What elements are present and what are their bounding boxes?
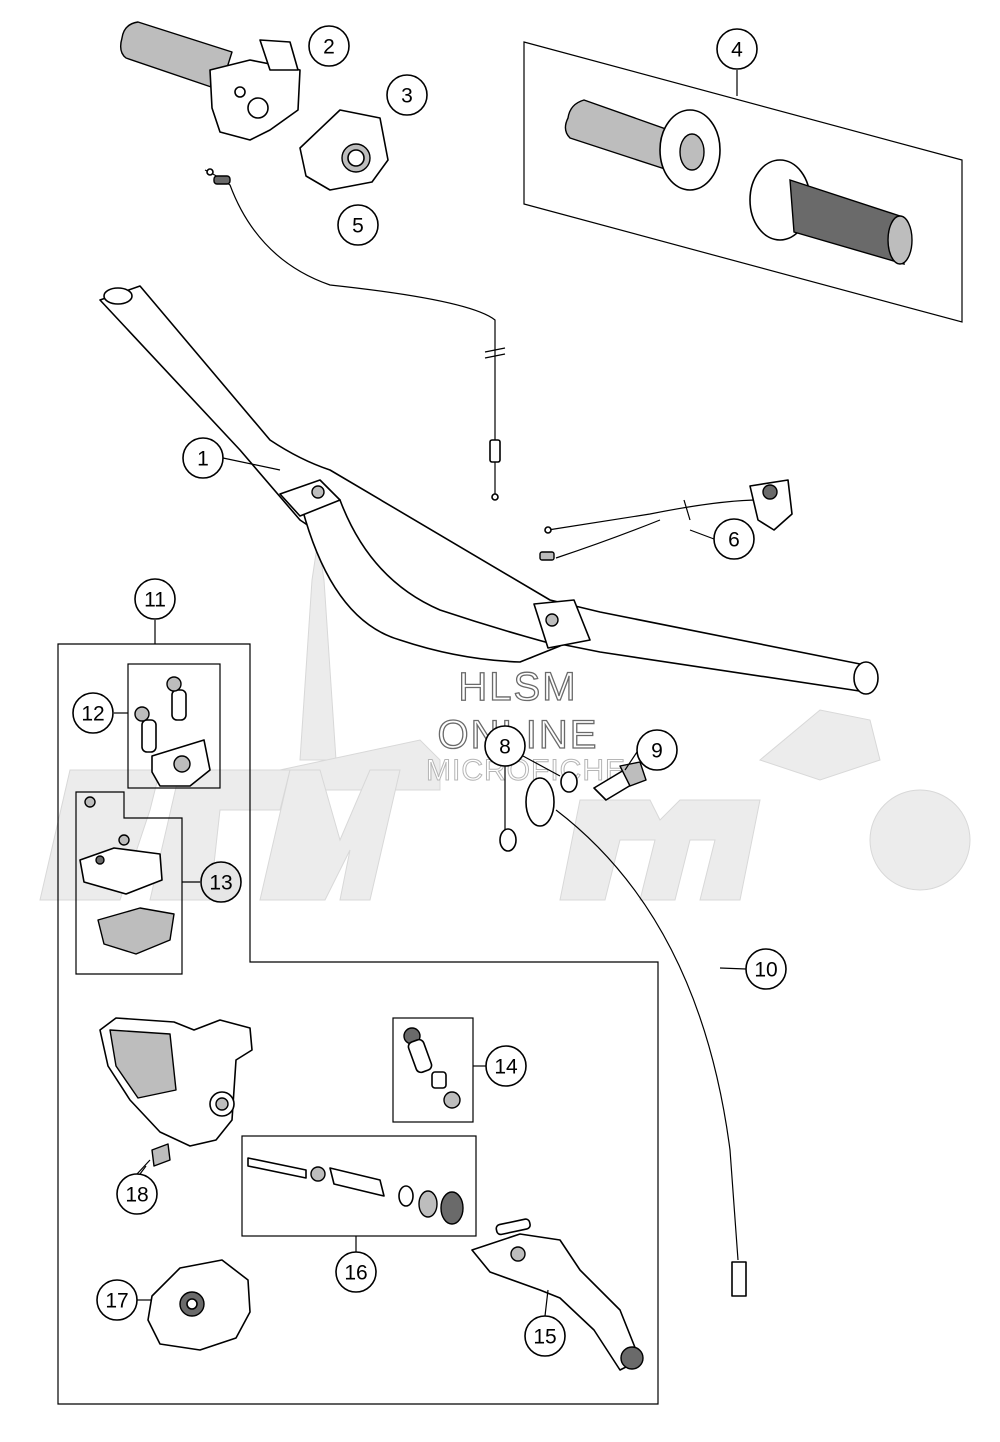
callout-circle — [337, 204, 379, 246]
callout-number: 6 — [728, 529, 740, 552]
callout-circle — [308, 25, 350, 67]
callout-number: 10 — [754, 959, 777, 982]
watermark-line-1: HLSM — [458, 665, 577, 709]
callout-number: 12 — [81, 703, 104, 726]
callout-circle — [96, 1279, 138, 1321]
callout-number: 11 — [144, 589, 166, 612]
part-18-spring[interactable] — [139, 1143, 171, 1175]
callout-circle — [335, 1251, 377, 1293]
callout-circle — [484, 725, 526, 767]
callout-number: 2 — [323, 36, 335, 59]
background-logo — [39, 539, 971, 901]
callout-4[interactable]: 4 — [716, 28, 758, 70]
part-5-throttle-cable[interactable] — [204, 168, 506, 501]
callout-3[interactable]: 3 — [386, 74, 428, 116]
callout-9[interactable]: 9 — [636, 729, 678, 771]
part-10-clutch-line[interactable] — [525, 777, 747, 1297]
callout-6[interactable]: 6 — [713, 518, 755, 560]
callout-number: 1 — [197, 448, 209, 471]
part-13-reservoir-cap-set[interactable] — [75, 791, 200, 975]
callout-circle — [745, 948, 787, 990]
callout-circle — [134, 578, 176, 620]
part-8-washer[interactable] — [499, 762, 578, 852]
part-15-clutch-lever[interactable] — [471, 1218, 644, 1371]
callout-number: 14 — [494, 1056, 518, 1079]
part-16-piston-kit[interactable] — [241, 1135, 477, 1252]
callout-10[interactable]: 10 — [745, 948, 787, 990]
callout-14[interactable]: 14 — [485, 1045, 527, 1087]
callout-circle — [716, 28, 758, 70]
callout-number: 9 — [651, 740, 663, 763]
callout-number: 5 — [352, 215, 364, 238]
callout-circle — [713, 518, 755, 560]
callout-number: 13 — [209, 872, 232, 895]
callout-2[interactable]: 2 — [308, 25, 350, 67]
callout-number: 4 — [731, 39, 743, 62]
callout-18[interactable]: 18 — [116, 1173, 158, 1215]
callout-1[interactable]: 1 — [182, 437, 224, 479]
callout-circle — [524, 1315, 566, 1357]
callout-11[interactable]: 11 — [134, 578, 176, 620]
part-1-handlebar[interactable] — [99, 285, 879, 695]
part-11-clutch-master-assembly-box[interactable] — [57, 620, 659, 1405]
callout-number: 8 — [499, 736, 511, 759]
callout-circle — [636, 729, 678, 771]
clutch-master-cylinder-body[interactable] — [99, 1017, 253, 1147]
part-6-kill-switch[interactable] — [539, 479, 793, 561]
callout-12[interactable]: 12 — [72, 692, 114, 734]
callout-5[interactable]: 5 — [337, 204, 379, 246]
callout-15[interactable]: 15 — [524, 1315, 566, 1357]
callout-8[interactable]: 8 — [484, 725, 526, 767]
callout-circle — [485, 1045, 527, 1087]
callout-number: 3 — [401, 85, 413, 108]
part-4-grip-set[interactable] — [523, 41, 963, 323]
callout-circle — [72, 692, 114, 734]
part-12-clamp-set[interactable] — [114, 663, 221, 789]
callout-17[interactable]: 17 — [96, 1279, 138, 1321]
watermark: HLSM ONLINE MICROFICHE — [426, 664, 626, 787]
callout-circle — [116, 1173, 158, 1215]
part-3-throttle-cover[interactable] — [299, 109, 389, 191]
part-2-throttle-grip[interactable] — [119, 21, 301, 141]
callout-circle — [182, 437, 224, 479]
callout-number: 15 — [533, 1326, 556, 1349]
part-14-bolt-set[interactable] — [392, 1017, 486, 1123]
callout-number: 17 — [105, 1290, 128, 1313]
part-17-lever-cover[interactable] — [147, 1259, 251, 1351]
leader-lines — [136, 70, 747, 1317]
callout-16[interactable]: 16 — [335, 1251, 377, 1293]
callout-number: 16 — [344, 1262, 367, 1285]
callout-circle — [200, 861, 242, 903]
watermark-line-3: MICROFICHE — [426, 754, 626, 787]
callout-circle — [386, 74, 428, 116]
callout-number: 18 — [125, 1184, 148, 1207]
callout-13[interactable]: 13 — [200, 861, 242, 903]
